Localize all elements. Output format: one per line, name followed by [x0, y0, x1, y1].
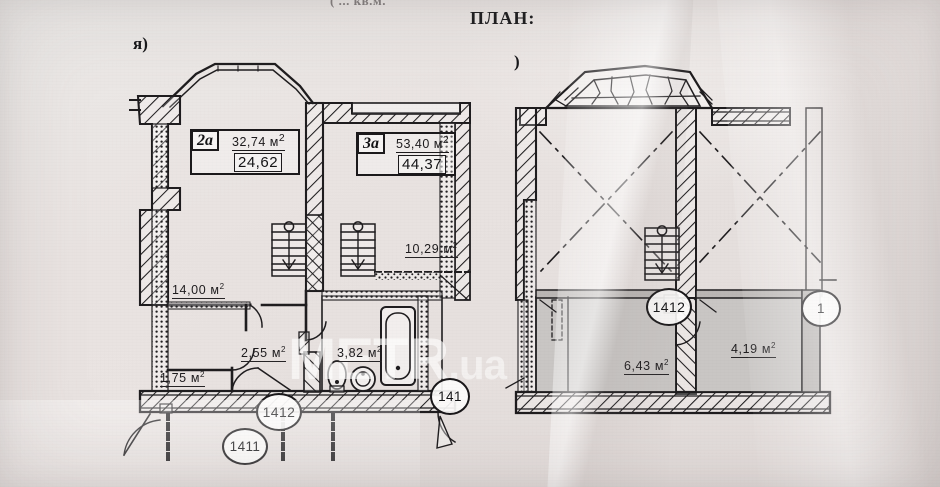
callout-141-left[interactable]: 141: [430, 378, 470, 415]
apartment-stamp-2a: 2а 32,74 м2 24,62: [190, 129, 300, 175]
apartment-total-area-2a: 32,74 м2: [232, 133, 286, 152]
callout-1412-right[interactable]: 1412: [646, 288, 692, 326]
apartment-stamp-3a: 3а 53,40 м2 44,37: [356, 132, 456, 176]
room-area-6-43: 6,43 м2: [624, 358, 670, 376]
apartment-living-area-3a: 44,37: [398, 155, 447, 174]
right-section-mark: ): [514, 52, 520, 71]
apartment-living-area-2a: 24,62: [234, 153, 283, 172]
callout-1412-left[interactable]: 1412: [256, 393, 302, 431]
callout-1411-left[interactable]: 1411: [222, 428, 268, 465]
room-area-1-75: 1,75 м2: [160, 370, 206, 388]
left-section-mark: я): [133, 34, 148, 53]
room-area-2-55: 2,55 м2: [241, 345, 287, 363]
apartment-number-2a: 2а: [191, 130, 219, 151]
room-area-4-19: 4,19 м2: [731, 341, 777, 359]
room-area-10-29: 10,29 м2: [405, 241, 458, 259]
apartment-total-area-3a: 53,40 м2: [396, 135, 450, 154]
callout-partial-right-edge[interactable]: 1: [801, 290, 841, 327]
room-area-14-00: 14,00 м2: [172, 282, 225, 300]
page-title: ПЛАН:: [470, 8, 536, 28]
cut-off-header-text: ( ... кв.м.: [330, 0, 386, 8]
apartment-number-3a: 3а: [357, 133, 385, 154]
room-area-3-82: 3,82 м2: [337, 345, 383, 363]
